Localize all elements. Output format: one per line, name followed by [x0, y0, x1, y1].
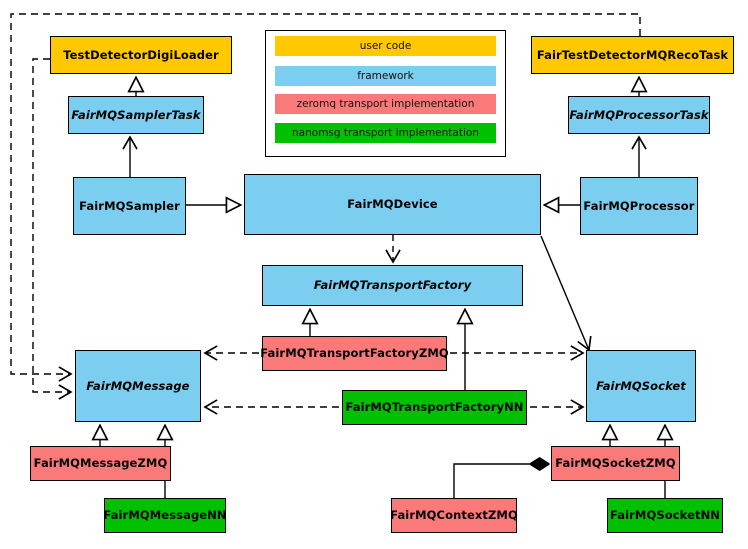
legend-item-zeromq: zeromq transport implementation — [275, 94, 496, 114]
class-node-testdetectordigiloader[interactable]: TestDetectorDigiLoader — [50, 36, 232, 74]
legend-label-framework: framework — [357, 70, 414, 82]
edge-digiloader-to-message — [32, 58, 71, 392]
class-node-fairmqtransportfactorynn[interactable]: FairMQTransportFactoryNN — [342, 390, 527, 425]
class-node-label: FairMQMessageZMQ — [33, 456, 168, 471]
class-node-fairmqsamplertask[interactable]: FairMQSamplerTask — [68, 96, 204, 134]
class-node-label: FairMQProcessorTask — [569, 107, 709, 122]
legend-label-zeromq: zeromq transport implementation — [296, 98, 475, 110]
class-node-label: FairMQSamplerTask — [71, 107, 201, 122]
legend-item-framework: framework — [275, 66, 496, 86]
class-node-label: FairMQDevice — [347, 197, 438, 212]
edge-recotask-to-message — [10, 13, 641, 374]
legend-item-nanomsg: nanomsg transport implementation — [275, 123, 496, 143]
class-node-label: FairMQProcessor — [583, 198, 695, 213]
class-node-label: FairMQSampler — [79, 198, 180, 213]
class-node-label: FairMQTransportFactoryNN — [345, 400, 524, 415]
class-node-fairtestdetectormqrecotask[interactable]: FairTestDetectorMQRecoTask — [531, 36, 734, 74]
legend-label-user-code: user code — [359, 40, 412, 52]
legend-label-nanomsg: nanomsg transport implementation — [292, 127, 479, 139]
class-node-fairmqsampler[interactable]: FairMQSampler — [73, 177, 186, 235]
class-node-label: TestDetectorDigiLoader — [63, 47, 219, 62]
class-node-fairmqmessagezmq[interactable]: FairMQMessageZMQ — [30, 446, 171, 481]
class-node-fairmqdevice[interactable]: FairMQDevice — [244, 174, 541, 235]
class-node-fairmqmessagenn[interactable]: FairMQMessageNN — [103, 498, 227, 533]
class-node-fairmqtransportfactoryzmq[interactable]: FairMQTransportFactoryZMQ — [260, 336, 449, 371]
class-node-label: FairMQContextZMQ — [390, 508, 518, 523]
class-node-fairmqsocketnn[interactable]: FairMQSocketNN — [607, 498, 723, 533]
class-node-label: FairMQMessageNN — [103, 508, 227, 523]
class-node-fairmqprocessortask[interactable]: FairMQProcessorTask — [568, 96, 710, 134]
class-node-fairmqsocket[interactable]: FairMQSocket — [586, 350, 696, 422]
edge-contextzmq-to-socketzmq — [453, 464, 548, 498]
class-node-fairmqprocessor[interactable]: FairMQProcessor — [580, 177, 698, 235]
class-node-label: FairMQMessage — [86, 378, 190, 393]
class-node-fairmqtransportfactory[interactable]: FairMQTransportFactory — [262, 265, 523, 306]
class-node-fairmqcontextzmq[interactable]: FairMQContextZMQ — [390, 498, 518, 533]
edge-device-to-socket — [540, 235, 589, 350]
class-node-label: FairMQSocket — [596, 378, 686, 393]
class-node-label: FairMQSocketZMQ — [555, 456, 676, 471]
class-node-fairmqsocketzmq[interactable]: FairMQSocketZMQ — [551, 446, 680, 481]
class-node-label: FairTestDetectorMQRecoTask — [536, 47, 729, 62]
class-node-fairmqmessage[interactable]: FairMQMessage — [75, 350, 201, 422]
class-node-label: FairMQTransportFactory — [313, 278, 472, 293]
class-node-label: FairMQTransportFactoryZMQ — [260, 346, 449, 361]
class-node-label: FairMQSocketNN — [609, 508, 721, 523]
legend-item-user-code: user code — [275, 36, 496, 56]
